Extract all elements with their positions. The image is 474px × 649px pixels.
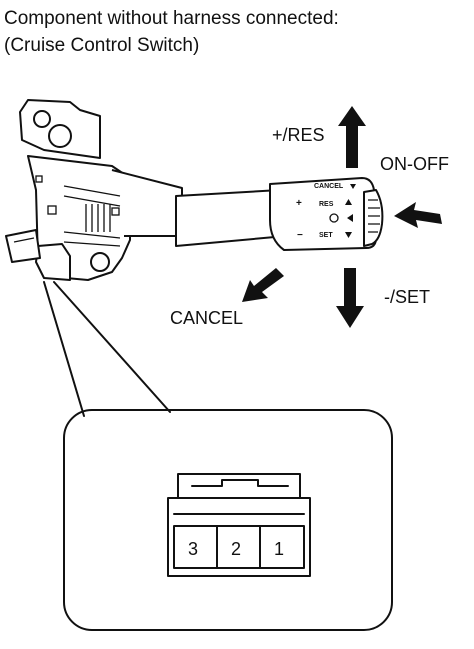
- pin-label-3: 3: [188, 539, 198, 559]
- switch-housing: [5, 99, 183, 281]
- mount-hole-top-large: [48, 124, 72, 148]
- mount-hole-top: [33, 110, 51, 128]
- bottom-lug: [35, 243, 71, 281]
- lever-tip-button: [363, 189, 384, 247]
- left-latch-line: [13, 237, 35, 243]
- set-down-arrow: [336, 268, 364, 328]
- callout-leader-right: [53, 281, 171, 413]
- label-cancel: CANCEL: [170, 308, 243, 328]
- housing-notch-1: [47, 205, 57, 215]
- pin-label-1: 1: [274, 539, 284, 559]
- connector-callout-box: [63, 409, 393, 631]
- side-rail: [111, 169, 183, 237]
- lever-label-set: SET: [319, 232, 333, 239]
- pin-label-2: 2: [231, 539, 241, 559]
- lever-tip-grip: [368, 199, 380, 233]
- label-on-off: ON-OFF: [380, 154, 449, 174]
- lever-cancel-marker: [350, 184, 356, 189]
- lever-label-minus: −: [297, 230, 303, 241]
- mount-hole-bottom: [90, 252, 110, 272]
- housing-notch-2: [111, 207, 120, 216]
- lever-onoff-marker: [347, 214, 353, 222]
- res-up-arrow: [338, 106, 366, 168]
- lever-label-cancel: CANCEL: [314, 183, 344, 190]
- label-minus-set: -/SET: [384, 287, 430, 307]
- cancel-arrow: [242, 268, 284, 302]
- connector-housing-top: [177, 473, 301, 499]
- connector-housing: [167, 497, 311, 577]
- label-plus-res: +/RES: [272, 125, 325, 145]
- callout-leader-left: [43, 281, 85, 417]
- pin-dividers: [216, 525, 261, 569]
- pin-row: [173, 525, 305, 569]
- ribs-horizontal: [63, 185, 121, 247]
- top-mount-tab: [19, 99, 101, 159]
- on-off-push-arrow: [394, 202, 442, 228]
- caption-line-2: (Cruise Control Switch): [4, 35, 199, 56]
- lever-label-plus: +: [296, 198, 302, 209]
- caption-line-1: Component without harness connected:: [4, 8, 339, 29]
- cruise-indicator-icon: [329, 213, 339, 223]
- housing-notch-3: [35, 175, 43, 183]
- lever-set-marker: [345, 232, 352, 238]
- ribs-vertical: [85, 204, 111, 232]
- left-latch: [5, 229, 41, 263]
- connector-key: [191, 479, 289, 487]
- lever-res-marker: [345, 199, 352, 205]
- lever-label-res: RES: [319, 201, 334, 208]
- connector-face: 3 2 1: [167, 473, 311, 577]
- switch-lever: CANCEL + RES − SET: [175, 177, 384, 251]
